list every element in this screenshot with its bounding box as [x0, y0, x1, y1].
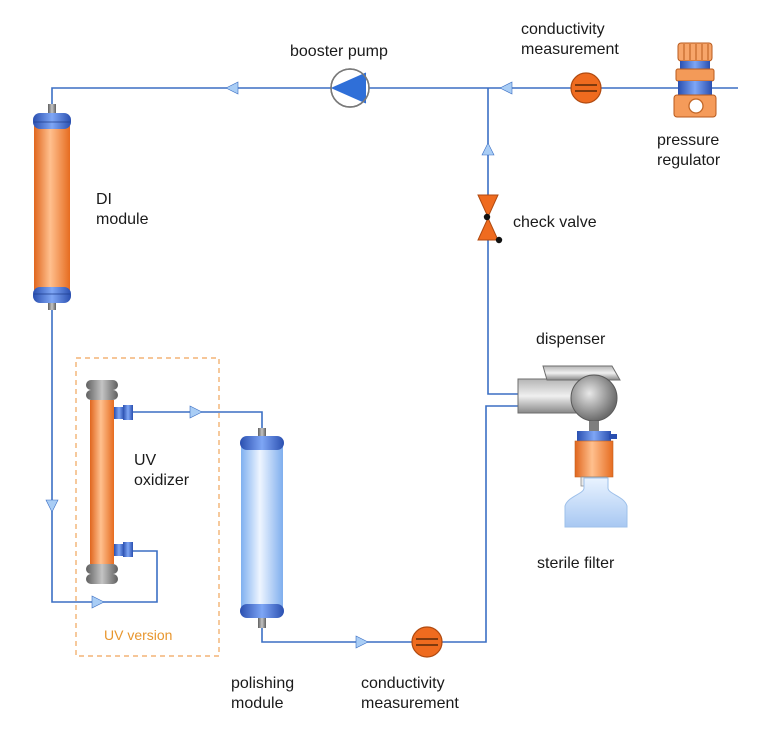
polishing-module: [240, 428, 284, 628]
pipe-di-down: [51, 305, 88, 603]
polishing-module-label: polishing module: [231, 675, 295, 712]
arrow-uv-out: [189, 405, 203, 419]
booster-pump-label: booster pump: [290, 43, 388, 60]
flow-arrows: [45, 81, 513, 649]
arrow-top-right: [499, 81, 513, 95]
pressure-regulator: [673, 42, 717, 118]
uv-version-label: UV version: [104, 627, 173, 643]
pipe-top-main: [51, 87, 738, 110]
dispenser: [517, 365, 621, 431]
sterile-filter-label: sterile filter: [537, 555, 615, 572]
uv-oxidizer-label: UV oxidizer: [134, 452, 190, 489]
di-module: [33, 104, 71, 310]
arrow-check-up: [481, 142, 495, 156]
pipe-uv-loop: [88, 550, 158, 603]
conductivity-sensor-top: [570, 72, 602, 104]
pressure-regulator-label: pressure regulator: [657, 132, 721, 169]
pipe-polishing-out: [261, 405, 520, 643]
pipes: [51, 87, 738, 643]
arrow-di-down: [45, 499, 59, 513]
di-module-label: DI module: [96, 191, 149, 228]
booster-pump: [330, 68, 370, 108]
dispenser-label: dispenser: [536, 331, 606, 348]
arrow-top-left: [225, 81, 239, 95]
check-valve-label: check valve: [513, 214, 597, 231]
conductivity-sensor-bottom: [411, 626, 443, 658]
conductivity-top-label: conductivity measurement: [521, 21, 619, 58]
check-valve: [477, 194, 503, 244]
pipe-valve-to-dispenser: [487, 240, 520, 395]
uv-oxidizer: [86, 380, 133, 584]
arrow-uv-in: [91, 595, 105, 609]
conductivity-bottom-label: conductivity measurement: [361, 675, 459, 712]
arrow-polishing-out: [355, 635, 369, 649]
collection-bottle: [564, 477, 628, 528]
pipe-uv-to-polishing: [133, 411, 263, 432]
uv-version-box: [75, 357, 220, 657]
